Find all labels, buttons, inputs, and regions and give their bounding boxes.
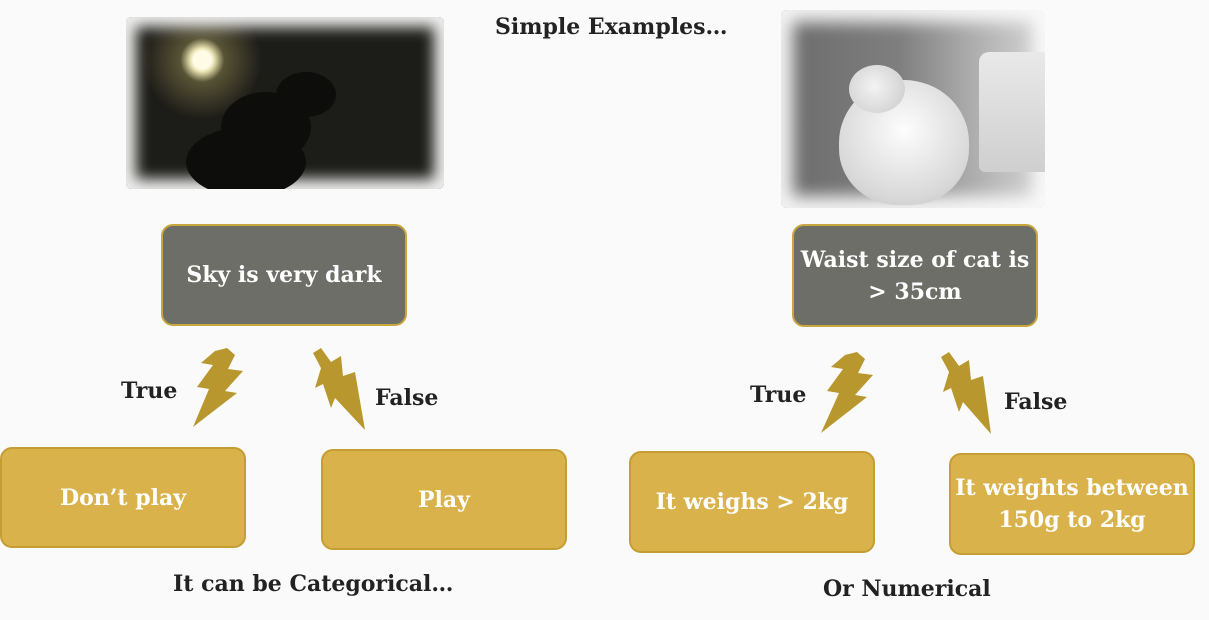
leaf-node-dont-play: Don’t play [0,447,246,548]
leaf-node-weights-between-line1: It weights between [955,475,1189,501]
decision-node-waist-line1: Waist size of cat is [800,246,1030,273]
leaf-node-play-text: Play [418,486,470,513]
decision-node-waist: Waist size of cat is > 35cm [792,224,1038,327]
true-arrow-left [193,348,243,427]
leaf-node-play: Play [321,449,567,550]
true-arrow-right [821,352,873,433]
cat-head-shape [849,65,905,113]
slide-title-text: Simple Examples… [495,14,728,40]
true-label-left: True [121,378,178,404]
sofa-shape [979,52,1045,172]
tree-silhouette [186,127,306,189]
false-label-right: False [1004,389,1068,415]
leaf-node-weighs-over-2kg-text: It weighs > 2kg [655,489,849,515]
false-label-left: False [375,385,439,411]
caption-categorical: It can be Categorical… [173,571,454,597]
cat-image [781,10,1045,208]
false-arrow-left [313,348,365,430]
leaf-node-weighs-over-2kg: It weighs > 2kg [629,451,875,553]
night-sky-image [126,17,444,189]
false-arrow-right [941,352,991,434]
leaf-node-dont-play-text: Don’t play [59,484,186,511]
leaf-node-weights-between-line2: 150g to 2kg [998,507,1146,533]
leaf-node-weights-between: It weights between 150g to 2kg [949,453,1195,555]
caption-numerical: Or Numerical [823,576,991,602]
decision-node-sky: Sky is very dark [161,224,407,326]
decision-node-waist-line2: > 35cm [868,278,962,305]
decision-node-sky-text: Sky is very dark [186,262,382,288]
true-label-right: True [750,382,807,408]
